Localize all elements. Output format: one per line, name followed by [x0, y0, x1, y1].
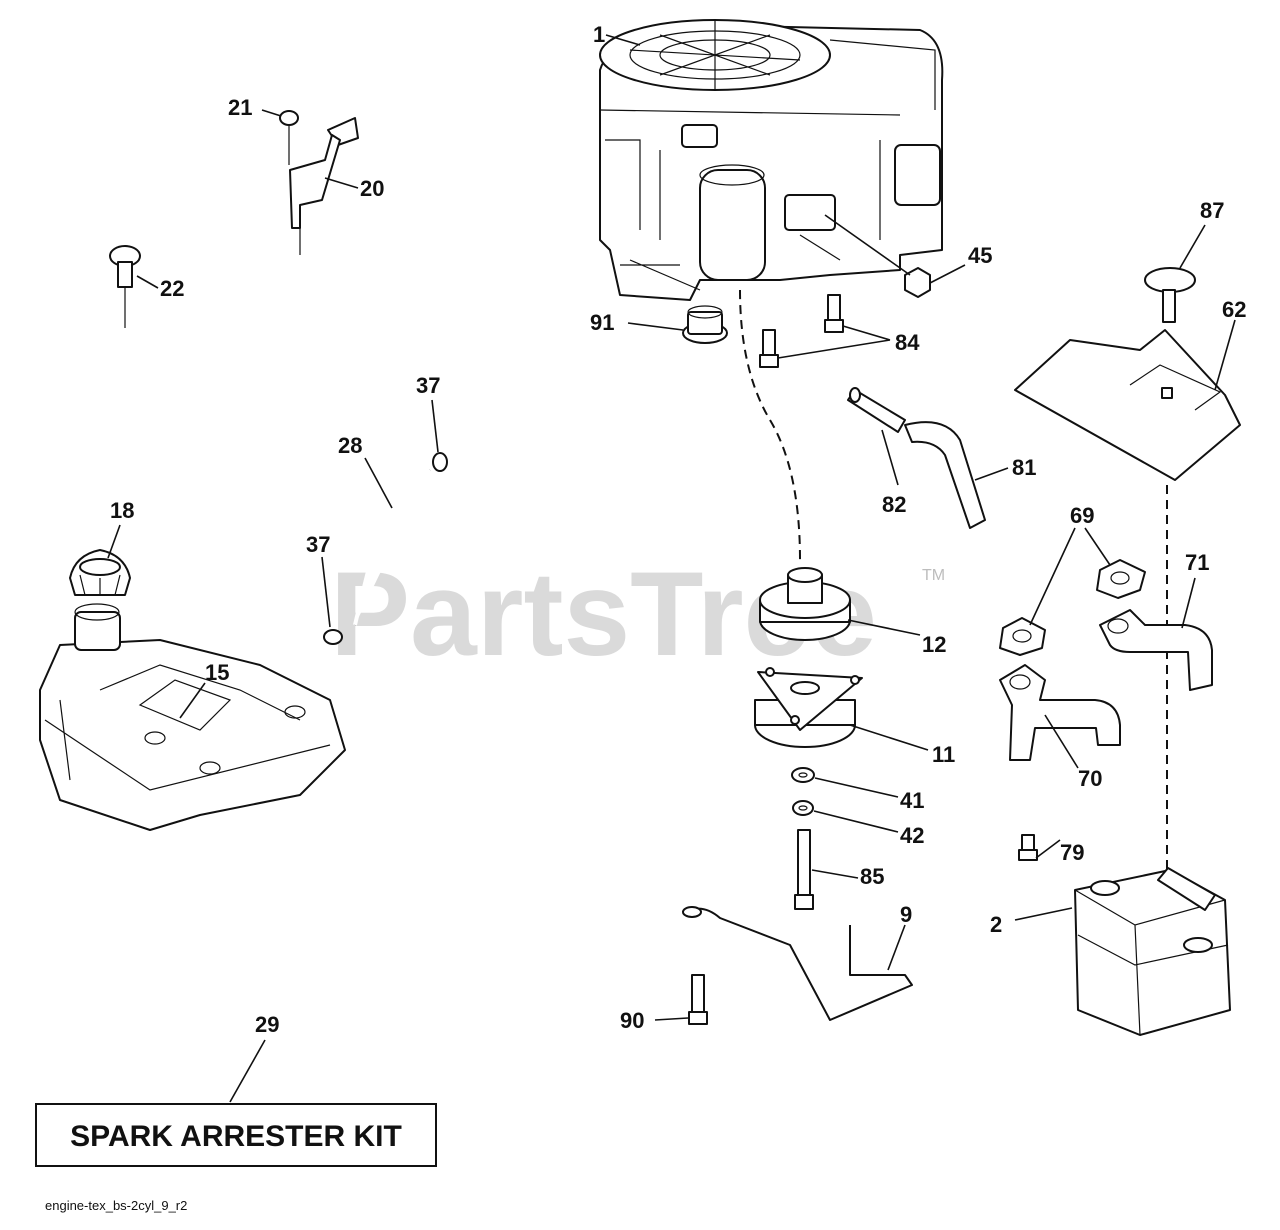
callout-45: 45 — [968, 243, 992, 268]
bolt-part-79[interactable] — [1018, 834, 1038, 861]
callout-62: 62 — [1222, 297, 1246, 322]
fitting-part-82[interactable] — [847, 387, 906, 433]
bolt-part-84[interactable] — [759, 294, 844, 368]
knob-part-22[interactable] — [109, 245, 141, 328]
callout-22: 22 — [160, 276, 184, 301]
callout-82: 82 — [882, 492, 906, 517]
clamp-part-37-bottom[interactable] — [323, 629, 343, 645]
callout-20: 20 — [360, 176, 384, 201]
muffler-part-2[interactable] — [1074, 867, 1231, 1036]
throttle-control-part-20[interactable] — [289, 117, 359, 255]
callout-70: 70 — [1078, 766, 1102, 791]
gasket-part-69[interactable] — [999, 559, 1146, 656]
clamp-part-37-top[interactable] — [432, 452, 448, 472]
callout-11: 11 — [932, 742, 955, 767]
callout-37-bottom: 37 — [306, 532, 330, 557]
hose-part-81[interactable] — [904, 421, 986, 529]
callout-29: 29 — [255, 1012, 279, 1037]
bolt-part-90[interactable] — [688, 974, 708, 1025]
callout-41: 41 — [900, 788, 924, 813]
nut-part-45[interactable] — [904, 267, 931, 298]
fuel-cap-part-18[interactable] — [69, 549, 131, 596]
callout-81: 81 — [1012, 455, 1036, 480]
bushing-part-91[interactable] — [682, 305, 728, 344]
callout-9: 9 — [900, 902, 912, 927]
callout-42: 42 — [900, 823, 924, 848]
rod-part-9[interactable] — [682, 906, 913, 1021]
exhaust-pipe-part-70[interactable] — [999, 664, 1121, 761]
engine-part-1[interactable] — [599, 19, 944, 301]
watermark-tm: TM — [922, 567, 945, 584]
callout-85: 85 — [860, 864, 884, 889]
knob-part-87[interactable] — [1144, 267, 1196, 323]
callout-71: 71 — [1185, 550, 1209, 575]
callout-91: 91 — [590, 310, 614, 335]
fuel-tank-part-15[interactable] — [39, 603, 346, 831]
fuel-line-part-28[interactable] — [353, 468, 431, 626]
callout-69: 69 — [1070, 503, 1094, 528]
washer-part-41[interactable] — [791, 767, 815, 783]
callout-1: 1 — [593, 22, 605, 47]
exhaust-pipe-part-71[interactable] — [1099, 609, 1213, 691]
spark-arrester-kit-box[interactable]: SPARK ARRESTER KIT — [35, 1103, 437, 1167]
pulley-part-12[interactable] — [759, 567, 851, 641]
callout-37-top: 37 — [416, 373, 440, 398]
callout-15: 15 — [205, 660, 229, 685]
bolt-part-85[interactable] — [794, 829, 814, 910]
callout-18: 18 — [110, 498, 134, 523]
callout-28: 28 — [338, 433, 362, 458]
callout-21: 21 — [228, 95, 252, 120]
callout-12: 12 — [922, 632, 946, 657]
callout-2: 2 — [990, 912, 1002, 937]
spark-arrester-kit-label: SPARK ARRESTER KIT — [70, 1120, 402, 1153]
screw-part-21[interactable] — [279, 110, 299, 165]
callout-84: 84 — [895, 330, 920, 355]
callout-79: 79 — [1060, 840, 1084, 865]
diagram-reference-code: engine-tex_bs-2cyl_9_r2 — [45, 1198, 187, 1213]
washer-part-42[interactable] — [792, 800, 814, 816]
heat-shield-part-62[interactable] — [1014, 329, 1241, 481]
callout-90: 90 — [620, 1008, 644, 1033]
callout-87: 87 — [1200, 198, 1224, 223]
clutch-part-11[interactable] — [754, 667, 863, 748]
